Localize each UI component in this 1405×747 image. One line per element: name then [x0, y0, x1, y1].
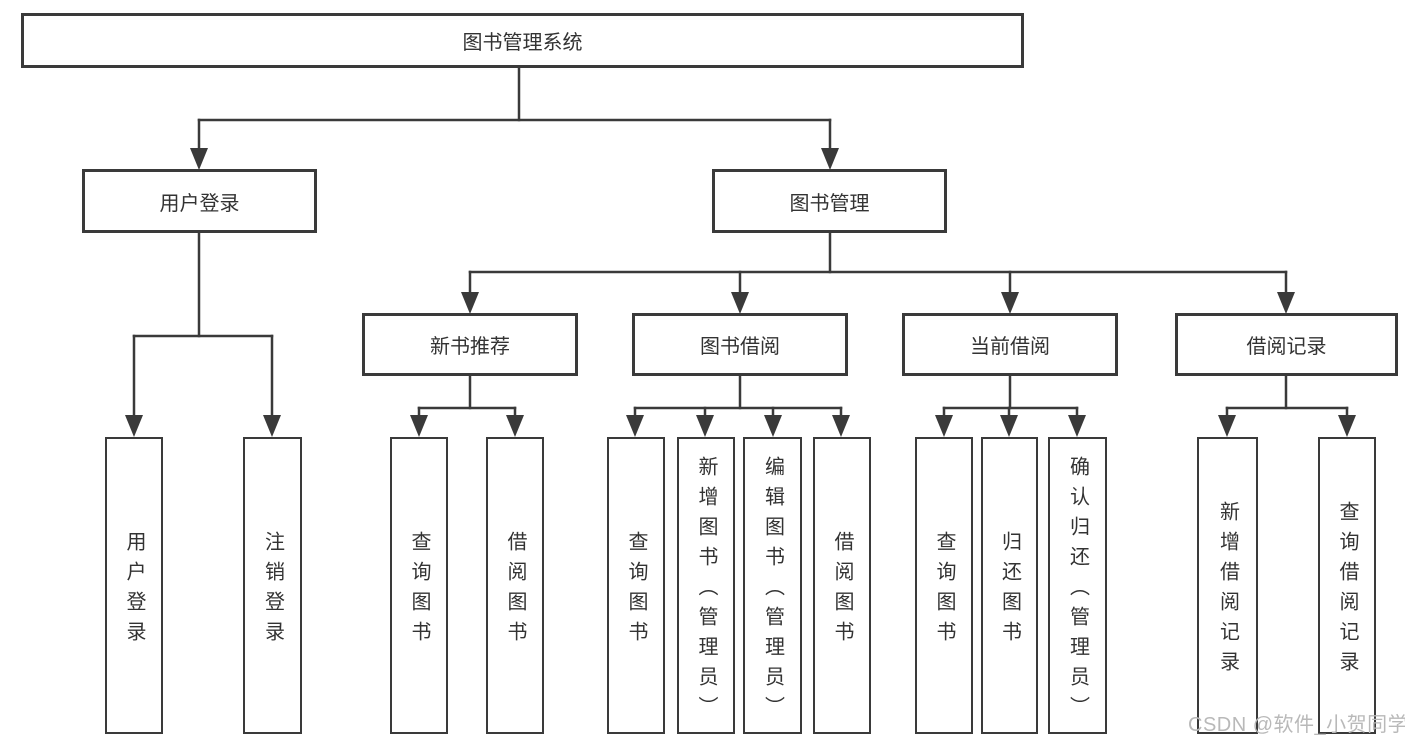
node-label: 注销登录: [261, 530, 284, 651]
node-borrowing-records: 借阅记录: [1175, 313, 1398, 376]
node-label: 确认归还（管理员）: [1066, 455, 1089, 726]
csdn-watermark: CSDN @软件_小贺同学: [1188, 714, 1405, 736]
node-label: 查询借阅记录: [1336, 500, 1358, 681]
node-library-management-system: 图书管理系统: [21, 13, 1024, 68]
connector-user-login-to-leaves: [125, 231, 281, 437]
node-label: 用户登录: [123, 530, 145, 651]
leaf-borrow-books-recommend: 借阅图书: [486, 437, 544, 734]
node-label: 借阅记录: [1246, 336, 1327, 358]
node-label: 编辑图书（管理员）: [761, 455, 784, 726]
node-label: 借阅图书: [504, 530, 526, 651]
node-new-book-recommend: 新书推荐: [362, 313, 578, 376]
connector-borrowing-records-to-leaves: [1218, 374, 1356, 437]
leaf-query-books-recommend: 查询图书: [390, 437, 448, 734]
node-label: 图书借阅: [700, 336, 780, 358]
node-label: 新增借阅记录: [1216, 500, 1239, 681]
node-label: 查询图书: [625, 530, 647, 651]
leaf-confirm-return-admin: 确认归还（管理员）: [1048, 437, 1107, 734]
node-label: 查询图书: [933, 530, 955, 651]
leaf-user-login: 用户登录: [105, 437, 163, 734]
node-book-borrowing: 图书借阅: [632, 313, 848, 376]
node-label: 当前借阅: [970, 336, 1050, 358]
node-label: 新书推荐: [430, 336, 510, 358]
connector-root-to-level1: [190, 66, 839, 170]
node-label: 归还图书: [998, 530, 1021, 651]
leaf-query-books-borrowing: 查询图书: [607, 437, 665, 734]
leaf-borrow-books-borrowing: 借阅图书: [813, 437, 871, 734]
node-label: 新增图书（管理员）: [695, 455, 717, 726]
leaf-add-borrow-record: 新增借阅记录: [1197, 437, 1258, 734]
node-label: 借阅图书: [831, 530, 853, 651]
connector-new-book-recommend-to-leaves: [410, 374, 524, 437]
node-user-login: 用户登录: [82, 169, 317, 233]
node-current-borrowing: 当前借阅: [902, 313, 1118, 376]
connector-current-borrowing-to-leaves: [935, 374, 1086, 437]
node-label: 图书管理: [789, 192, 870, 215]
connector-book-borrowing-to-leaves: [626, 374, 850, 437]
node-label: 图书管理系统: [462, 32, 583, 54]
leaf-query-borrow-record: 查询借阅记录: [1318, 437, 1376, 734]
leaf-edit-book-admin: 编辑图书（管理员）: [743, 437, 802, 734]
leaf-logout-login: 注销登录: [243, 437, 302, 734]
node-label: 用户登录: [159, 192, 240, 215]
node-book-management: 图书管理: [712, 169, 947, 233]
leaf-add-book-admin: 新增图书（管理员）: [677, 437, 735, 734]
node-label: 查询图书: [408, 530, 430, 651]
leaf-query-books-current: 查询图书: [915, 437, 973, 734]
leaf-return-books: 归还图书: [981, 437, 1038, 734]
connector-book-management-to-level2: [461, 231, 1295, 314]
